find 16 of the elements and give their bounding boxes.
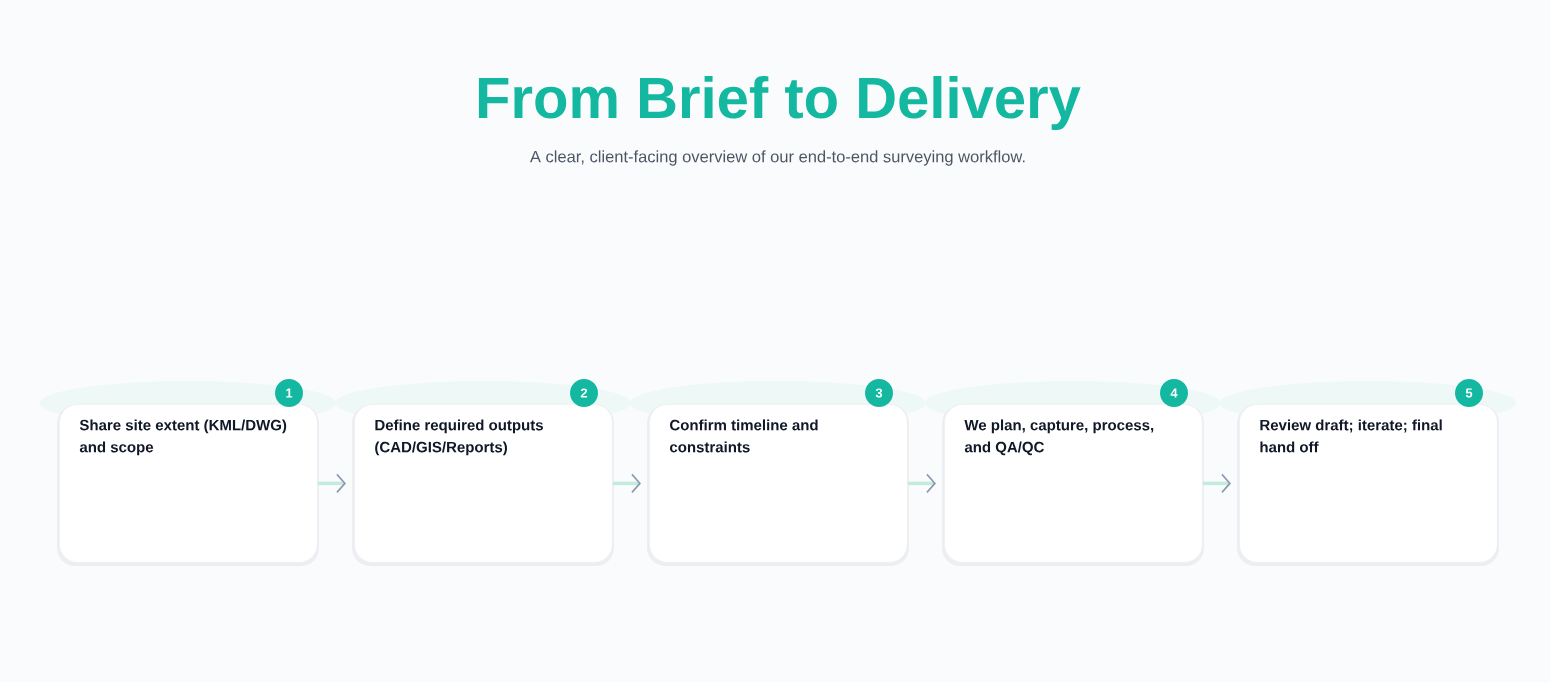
step-card: We plan, capture, process, and QA/QC	[944, 404, 1203, 563]
step-number-badge: 5	[1455, 379, 1483, 407]
step-number-badge: 3	[865, 379, 893, 407]
step-number-badge: 1	[275, 379, 303, 407]
subtitle: A clear, client-facing overview of our end-to-end surveying workflow.	[529, 150, 1025, 166]
step-card: Share site extent (KML/DWG) and scope	[59, 404, 318, 563]
arrow	[612, 473, 641, 494]
title: From Brief to Delivery	[478, 75, 1081, 130]
step-card: Review draft; iterate; final hand off	[1239, 404, 1498, 563]
arrow	[907, 473, 936, 494]
step-card: Define required outputs (CAD/GIS/Reports)	[354, 404, 613, 563]
step-number-badge: 4	[1160, 379, 1188, 407]
arrow	[317, 473, 346, 494]
arrow	[1202, 473, 1231, 494]
step-card: Confirm timeline and constraints	[649, 404, 908, 563]
step-number-badge: 2	[570, 379, 598, 407]
